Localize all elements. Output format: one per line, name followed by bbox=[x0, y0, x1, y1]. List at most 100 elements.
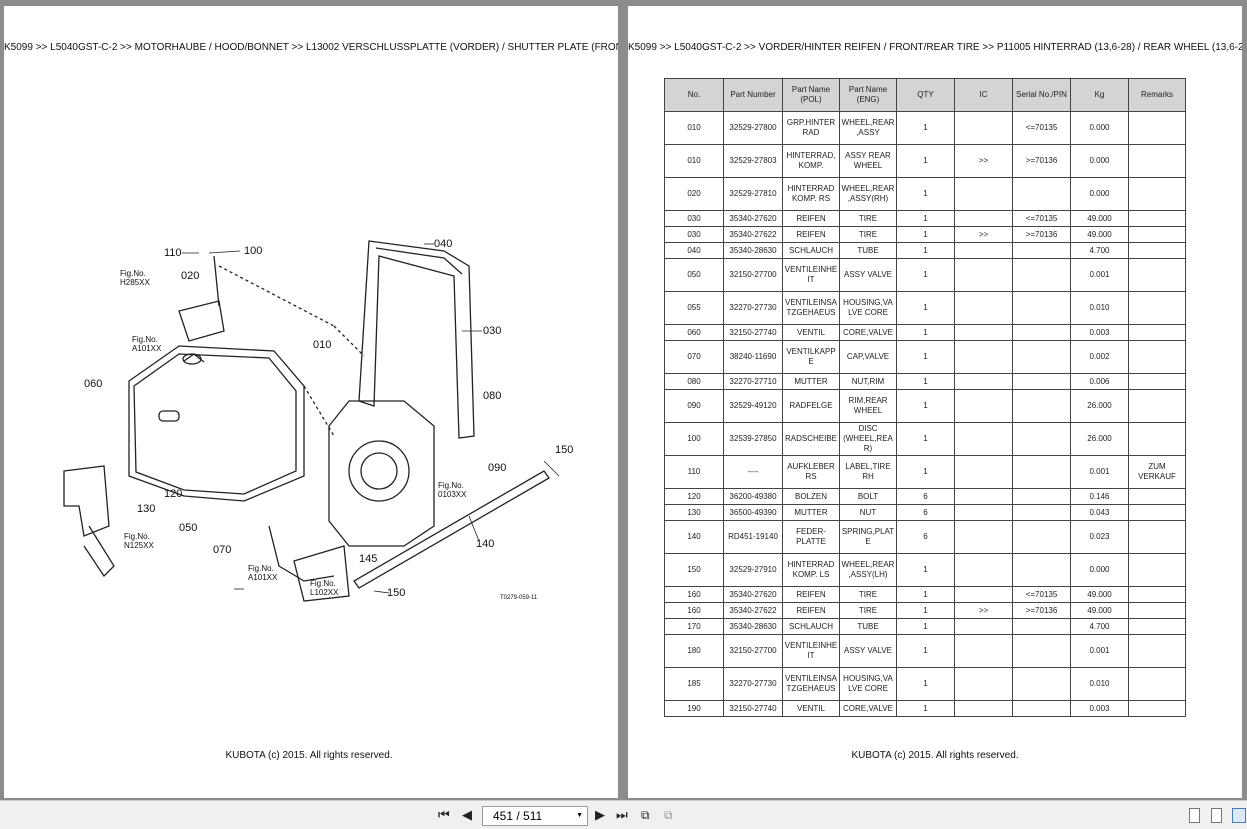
table-cell: 0.010 bbox=[1070, 291, 1129, 325]
right-page-footer: KUBOTA (c) 2015. All rights reserved. bbox=[851, 750, 1019, 761]
table-cell: REIFEN bbox=[782, 586, 840, 603]
left-page-breadcrumb: K5099 >> L5040GST-C-2 >> MOTORHAUBE / HO… bbox=[4, 42, 618, 53]
table-cell: TIRE bbox=[839, 226, 897, 243]
table-cell: 32270-27730 bbox=[723, 667, 783, 701]
callout-060: 060 bbox=[84, 378, 102, 390]
table-cell: 020 bbox=[664, 177, 724, 211]
table-cell: SCHLAUCH bbox=[782, 242, 840, 259]
table-cell bbox=[1128, 553, 1186, 587]
callout-150: 150 bbox=[555, 444, 573, 456]
table-cell: 0.003 bbox=[1070, 700, 1129, 717]
callout-040: 040 bbox=[434, 238, 452, 250]
parts-diagram: 110 100 020 060 010 040 030 080 150 090 … bbox=[63, 238, 573, 602]
table-cell: 1 bbox=[896, 111, 955, 145]
table-cell: 1 bbox=[896, 553, 955, 587]
table-cell: <=70135 bbox=[1012, 111, 1071, 145]
column-header: Part Number bbox=[723, 78, 783, 112]
table-cell: HINTERRAD KOMP. RS bbox=[782, 177, 840, 211]
continuous-view-icon[interactable] bbox=[1211, 808, 1222, 823]
table-cell bbox=[1012, 422, 1071, 456]
table-cell bbox=[954, 586, 1013, 603]
table-cell bbox=[1012, 455, 1071, 489]
callout-030: 030 bbox=[483, 325, 501, 337]
table-cell: WHEEL,REAR ,ASSY(LH) bbox=[839, 553, 897, 587]
svg-text:Fig.No.: Fig.No. bbox=[132, 335, 158, 344]
table-cell: 190 bbox=[664, 700, 724, 717]
table-cell bbox=[954, 111, 1013, 145]
table-cell: REIFEN bbox=[782, 602, 840, 619]
column-header: Remarks bbox=[1128, 78, 1186, 112]
table-cell: MUTTER bbox=[782, 504, 840, 521]
table-cell: 150 bbox=[664, 553, 724, 587]
table-cell: 6 bbox=[896, 520, 955, 554]
table-cell bbox=[954, 422, 1013, 456]
table-cell: ZUM VERKAUF bbox=[1128, 455, 1186, 489]
drawing-code: T0279-059-11 bbox=[500, 595, 538, 601]
column-header: Part Name (POL) bbox=[782, 78, 840, 112]
callout-050: 050 bbox=[179, 522, 197, 534]
facing-view-icon[interactable] bbox=[1232, 808, 1246, 823]
table-cell bbox=[954, 634, 1013, 668]
page-selector[interactable]: 451 / 511▼ bbox=[482, 806, 588, 826]
table-cell: VENTILEINSA TZGEHAEUS bbox=[782, 291, 840, 325]
callout-145: 145 bbox=[359, 553, 377, 565]
table-cell: 49.000 bbox=[1070, 586, 1129, 603]
table-cell bbox=[1128, 258, 1186, 292]
table-cell: 32150-27700 bbox=[723, 634, 783, 668]
table-cell: >=70136 bbox=[1012, 144, 1071, 178]
table-cell: 4.700 bbox=[1070, 242, 1129, 259]
table-cell: SPRING,PLAT E bbox=[839, 520, 897, 554]
table-cell: 120 bbox=[664, 488, 724, 505]
table-cell bbox=[1012, 700, 1071, 717]
single-page-view-icon[interactable] bbox=[1189, 808, 1200, 823]
last-page-icon[interactable]: ⏭ bbox=[616, 807, 628, 822]
table-cell: 4.700 bbox=[1070, 618, 1129, 635]
table-cell: VENTILKAPP E bbox=[782, 340, 840, 374]
table-cell bbox=[1012, 291, 1071, 325]
table-cell bbox=[1128, 324, 1186, 341]
table-cell: 1 bbox=[896, 210, 955, 227]
table-cell bbox=[1012, 340, 1071, 374]
table-cell: 140 bbox=[664, 520, 724, 554]
table-cell: 6 bbox=[896, 488, 955, 505]
first-page-icon[interactable]: ⏮ bbox=[438, 807, 450, 822]
chevron-down-icon[interactable]: ▼ bbox=[576, 812, 583, 819]
fit-width-icon[interactable]: ⧉ bbox=[664, 808, 673, 822]
callout-010: 010 bbox=[313, 339, 331, 351]
table-cell: CAP,VALVE bbox=[839, 340, 897, 374]
table-cell: <=70135 bbox=[1012, 586, 1071, 603]
table-cell: >> bbox=[954, 602, 1013, 619]
svg-text:A101XX: A101XX bbox=[248, 573, 278, 582]
table-cell bbox=[1012, 504, 1071, 521]
table-cell: RD451-19140 bbox=[723, 520, 783, 554]
table-cell bbox=[954, 291, 1013, 325]
table-cell bbox=[954, 618, 1013, 635]
table-cell: TIRE bbox=[839, 602, 897, 619]
prev-page-icon[interactable]: ◀ bbox=[462, 807, 472, 822]
table-cell: SCHLAUCH bbox=[782, 618, 840, 635]
table-cell bbox=[1012, 177, 1071, 211]
table-cell: 32529-27800 bbox=[723, 111, 783, 145]
table-cell: RADSCHEIBE bbox=[782, 422, 840, 456]
table-cell: WHEEL,REAR ,ASSY bbox=[839, 111, 897, 145]
fit-page-icon[interactable]: ⧉ bbox=[641, 808, 650, 822]
left-page-footer: KUBOTA (c) 2015. All rights reserved. bbox=[225, 750, 393, 761]
next-page-icon[interactable]: ▶ bbox=[595, 807, 605, 822]
svg-text:H285XX: H285XX bbox=[120, 278, 150, 287]
table-cell: 1 bbox=[896, 291, 955, 325]
table-cell: VENTILEINSA TZGEHAEUS bbox=[782, 667, 840, 701]
table-cell: 32150-27740 bbox=[723, 324, 783, 341]
table-cell bbox=[1128, 111, 1186, 145]
column-header: IC bbox=[954, 78, 1013, 112]
table-cell: 32150-27740 bbox=[723, 700, 783, 717]
table-cell: 1 bbox=[896, 602, 955, 619]
table-cell bbox=[1012, 553, 1071, 587]
